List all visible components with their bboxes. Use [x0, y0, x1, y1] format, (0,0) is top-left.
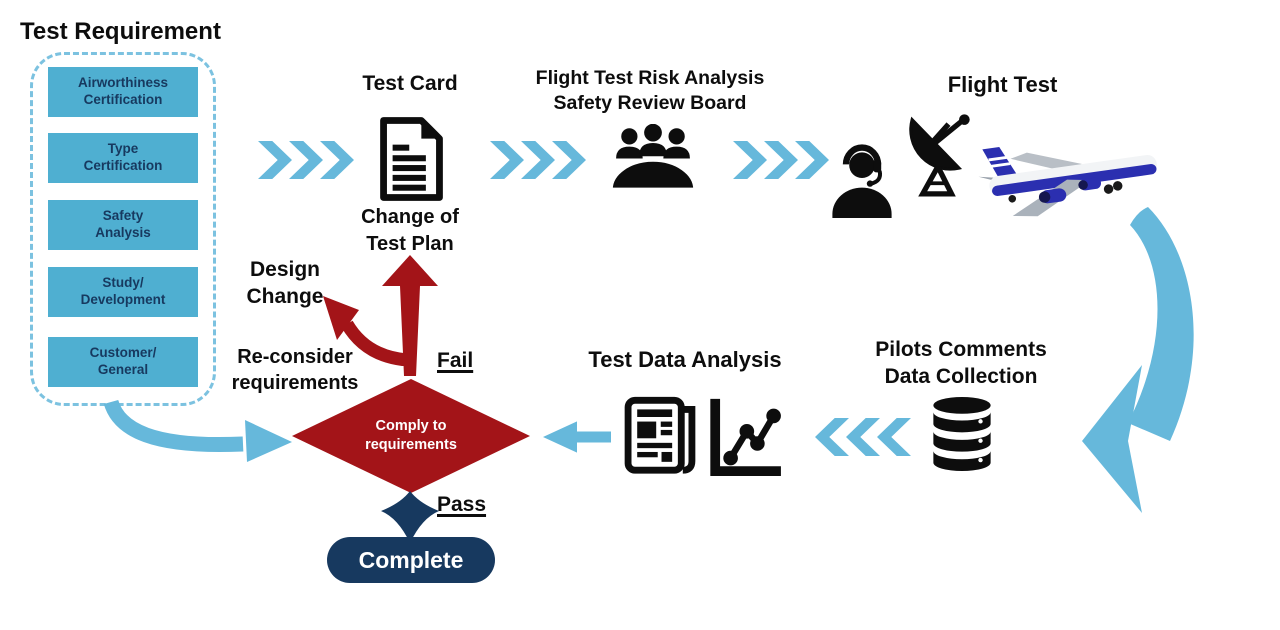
meeting-icon — [605, 124, 701, 190]
decision-diamond: Comply to requirements — [292, 379, 530, 493]
curved-down-arrow-icon — [1078, 203, 1236, 515]
chevron-icon — [258, 141, 292, 179]
chevron-right-icon — [733, 141, 829, 179]
left-arrow-icon — [543, 421, 611, 453]
design-change-label: Design Change — [246, 258, 324, 309]
newspaper-icon — [622, 394, 698, 478]
complete-node: Complete — [327, 537, 495, 583]
test-requirement-frame — [30, 52, 216, 406]
change-of-test-plan-label: Change of Test Plan — [361, 206, 459, 255]
test-card-title: Test Card — [362, 72, 458, 95]
chevron-icon — [846, 418, 880, 456]
airplane-image — [975, 126, 1165, 218]
chevron-icon — [733, 141, 767, 179]
fail-label: Fail — [437, 349, 474, 372]
requirement-item-safety-analysis: Safety Analysis — [48, 200, 198, 250]
pilots-comments-title: Pilots Comments Data Collection — [875, 338, 1047, 389]
satellite-dish-icon — [903, 110, 975, 202]
chevron-left-icon — [818, 418, 911, 456]
chevron-icon — [490, 141, 524, 179]
requirement-item-airworthiness: Airworthiness Certification — [48, 67, 198, 117]
test-requirement-title: Test Requirement — [20, 18, 221, 45]
curved-right-arrow-icon — [95, 398, 295, 462]
chevron-icon — [320, 141, 354, 179]
pass-down-arrow-icon — [377, 489, 443, 545]
chevron-icon — [289, 141, 323, 179]
requirement-item-type-certification: Type Certification — [48, 133, 198, 183]
line-chart-icon — [705, 394, 783, 480]
chevron-right-icon — [490, 141, 586, 179]
requirement-item-customer-general: Customer/ General — [48, 337, 198, 387]
design-change-curved-arrow-icon — [315, 288, 415, 366]
document-icon — [376, 112, 444, 206]
chevron-icon — [815, 418, 849, 456]
fail-up-arrow-icon — [380, 253, 440, 378]
flight-test-title: Flight Test — [947, 72, 1058, 97]
pass-label: Pass — [437, 493, 487, 516]
headset-person-icon — [826, 136, 902, 220]
risk-board-title: Flight Test Risk Analysis Safety Review … — [535, 67, 765, 115]
database-icon — [930, 394, 994, 474]
chevron-icon — [795, 141, 829, 179]
chevron-icon — [521, 141, 555, 179]
chevron-icon — [764, 141, 798, 179]
requirement-item-study-development: Study/ Development — [48, 267, 198, 317]
chevron-icon — [877, 418, 911, 456]
reconsider-requirements-label: Re-consider requirements — [231, 346, 359, 394]
chevron-right-icon — [258, 141, 354, 179]
chevron-icon — [552, 141, 586, 179]
test-data-analysis-title: Test Data Analysis — [588, 347, 782, 372]
